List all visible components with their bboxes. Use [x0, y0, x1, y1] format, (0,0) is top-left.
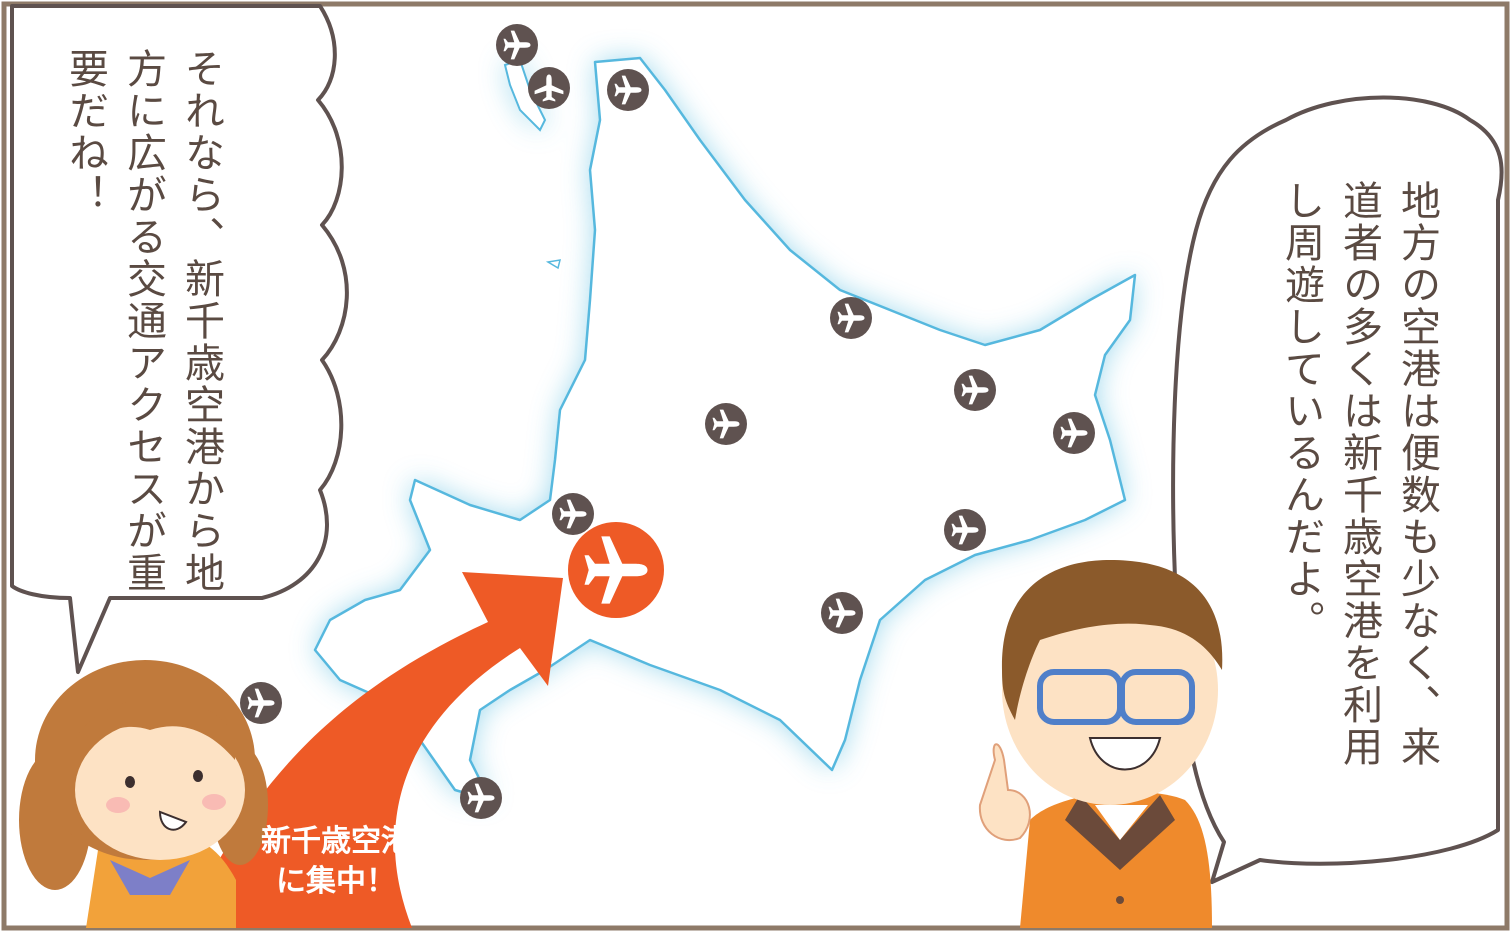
arrow-label-line-1: 新千歳空港: [261, 824, 411, 859]
right-speech-text: 地方の空港は便数も少なく、来道者の多くは新千歳空港を利用し周遊しているんだよ。: [1278, 180, 1440, 768]
airplane-icon[interactable]: [821, 592, 863, 634]
arrow-label-line-2: に集中！: [276, 864, 396, 899]
airplane-icon[interactable]: [460, 777, 502, 819]
airport-markers: [240, 24, 1095, 819]
left-speech-bubble: [10, 4, 349, 674]
right-speech-bubble: [1171, 95, 1504, 884]
airplane-icon[interactable]: [240, 682, 282, 724]
airplane-icon[interactable]: [830, 297, 872, 339]
new-chitose-airport-icon[interactable]: [568, 522, 664, 618]
man-character: [978, 560, 1223, 928]
airplane-icon[interactable]: [944, 509, 986, 551]
airplane-icon[interactable]: [954, 369, 996, 411]
focus-arrow: [185, 572, 563, 928]
airplane-icon[interactable]: [607, 69, 649, 111]
airplane-icon[interactable]: [528, 67, 570, 109]
airplane-icon[interactable]: [1053, 412, 1095, 454]
left-speech-text: それなら、新千歳空港から地方に広がる交通アクセスが重要だね！: [62, 48, 224, 594]
airplane-icon[interactable]: [705, 403, 747, 445]
girl-character: [19, 660, 268, 928]
airplane-icon[interactable]: [496, 24, 538, 66]
airplane-icon[interactable]: [552, 493, 594, 535]
